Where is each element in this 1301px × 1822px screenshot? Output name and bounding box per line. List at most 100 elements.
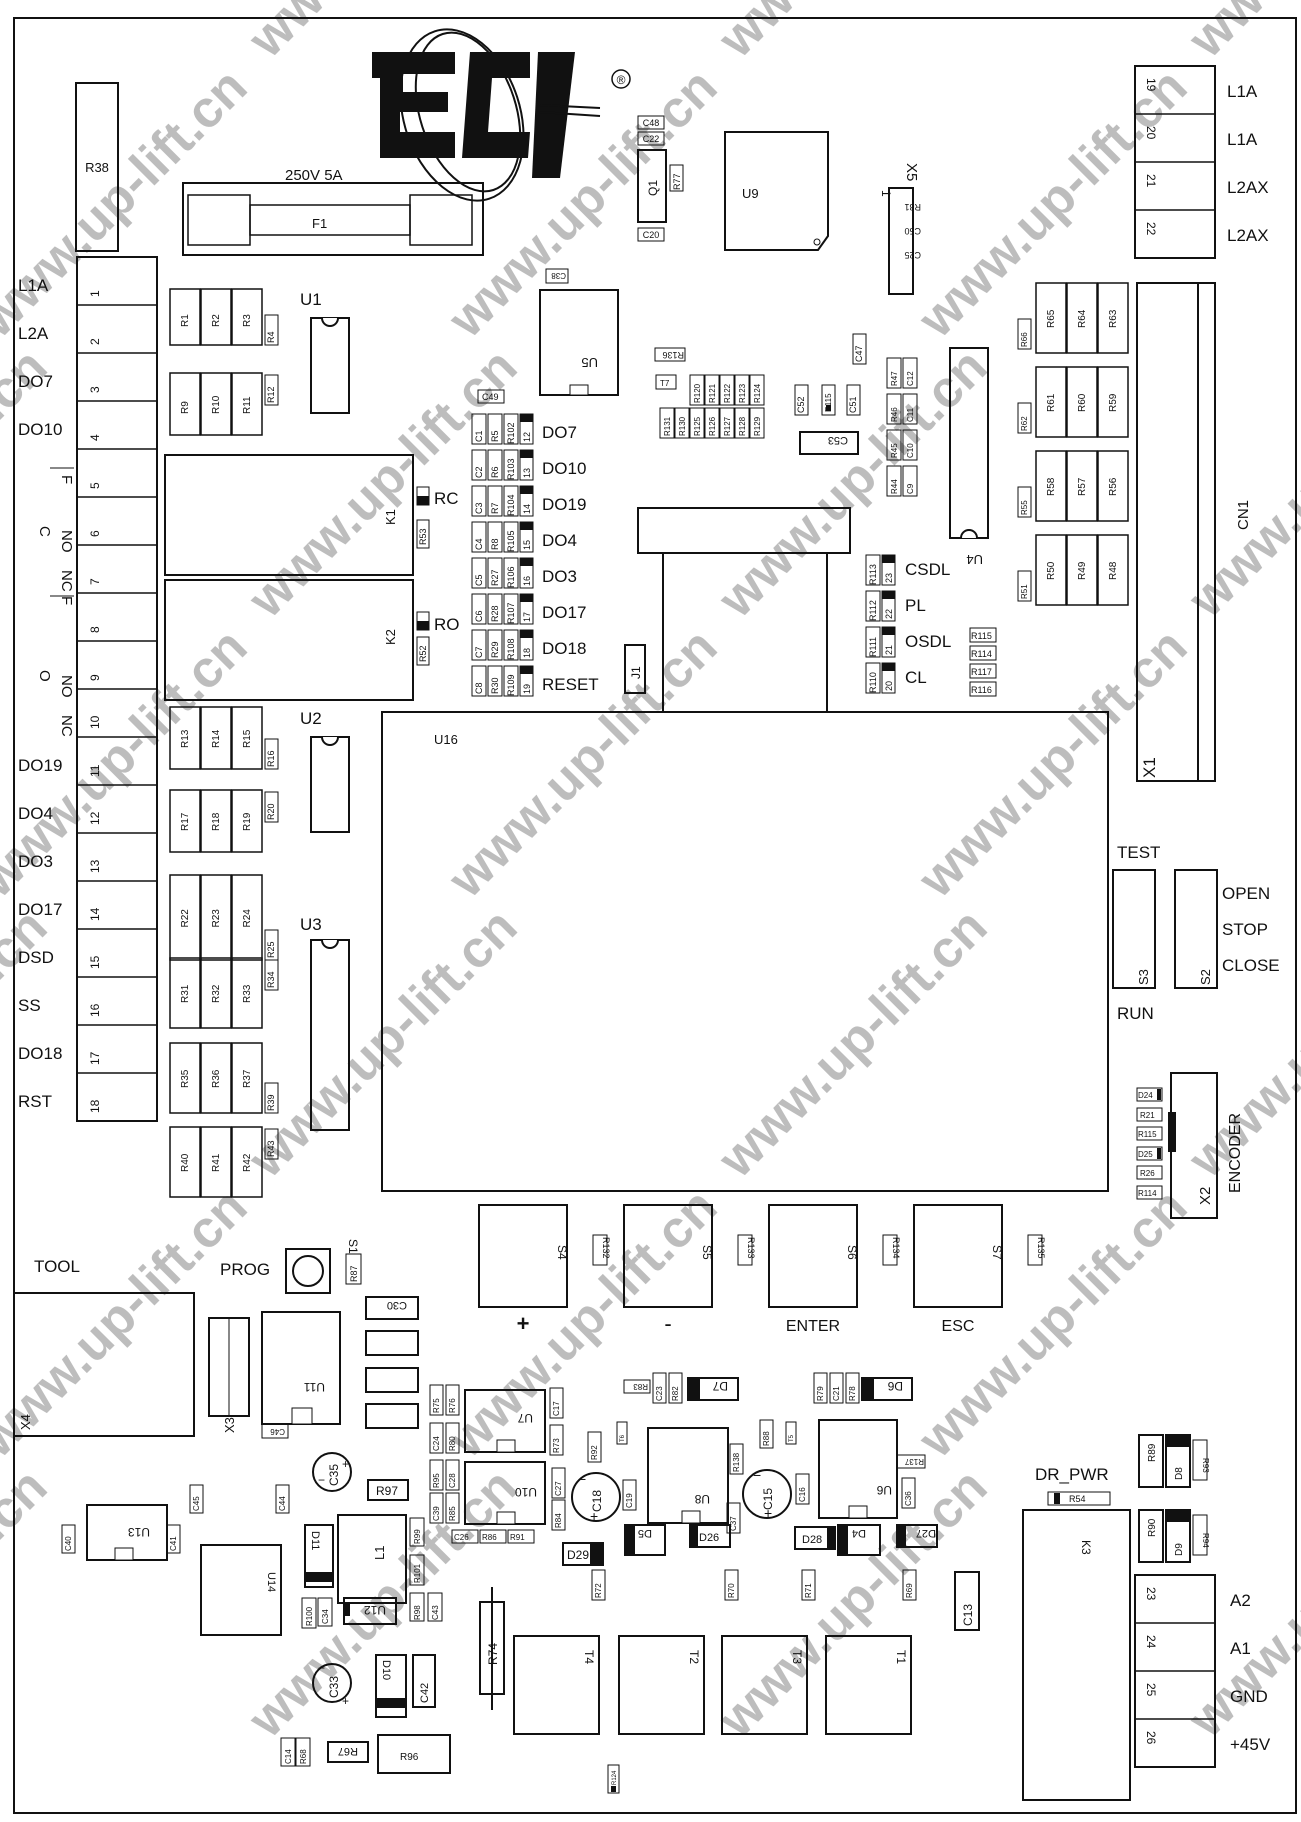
- svg-text:C46: C46: [270, 1427, 285, 1436]
- resistor: [231, 957, 263, 1029]
- svg-text:R71: R71: [804, 1583, 813, 1598]
- resistor: [231, 789, 263, 853]
- svg-text:R89: R89: [1147, 1443, 1158, 1462]
- button-caption-esc: ESC: [942, 1318, 975, 1335]
- resistor-label: R51: [1020, 584, 1029, 599]
- led-mark: [520, 522, 533, 530]
- terminal-pin-number: 9: [88, 674, 102, 681]
- svg-text:R82: R82: [671, 1386, 680, 1401]
- jumper-j1: J1: [624, 644, 646, 694]
- watermark-text: www.up-lift.cn: [437, 1178, 729, 1470]
- svg-text:C44: C44: [278, 1496, 287, 1511]
- cap-label: C9: [906, 483, 915, 494]
- svg-text:+: +: [764, 1505, 772, 1521]
- eci-logo: ®: [372, 28, 631, 202]
- resistor-label: R23: [211, 909, 222, 928]
- resistor-label: R58: [1046, 477, 1057, 496]
- terminal-name: DO3: [18, 852, 53, 871]
- svg-text:C38: C38: [551, 271, 566, 280]
- terminal-pin-number: 22: [1144, 222, 1158, 236]
- cap-label: C8: [474, 682, 484, 694]
- terminal-pin-number: 19: [1144, 78, 1158, 92]
- terminal-pin-number: 10: [88, 715, 102, 729]
- resistor-label: R115: [971, 631, 992, 641]
- resistor-label: R55: [1020, 500, 1029, 515]
- terminal-pin-number: 5: [88, 482, 102, 489]
- svg-text:U7: U7: [517, 1411, 533, 1425]
- led-number: 17: [522, 612, 532, 622]
- resistor-label: R106: [506, 566, 516, 588]
- svg-text:D6: D6: [887, 1379, 903, 1393]
- resistor: [592, 1234, 608, 1266]
- svg-text:D28: D28: [802, 1534, 822, 1546]
- resistor-label: R133: [746, 1237, 756, 1259]
- terminal-pin-number: 25: [1144, 1683, 1158, 1697]
- terminal-pin-number: 23: [1144, 1587, 1158, 1601]
- svg-text:C49: C49: [482, 392, 499, 402]
- svg-text:+: +: [590, 1508, 598, 1524]
- svg-text:T6: T6: [620, 1434, 626, 1442]
- resistor-label: R117: [971, 667, 992, 677]
- svg-text:C20: C20: [643, 230, 660, 240]
- led-number: 19: [522, 684, 532, 694]
- terminal-name: L2AX: [1227, 226, 1269, 245]
- svg-text:D9: D9: [1174, 1543, 1185, 1556]
- resistor-label: R114: [971, 649, 992, 659]
- label-prog: PROG: [220, 1260, 270, 1279]
- ic-u3: U3: [300, 915, 350, 1131]
- indicator-label: DO3: [542, 567, 577, 586]
- svg-text:D8: D8: [1174, 1467, 1185, 1480]
- cap-label: C3: [474, 502, 484, 514]
- resistor-label: R132: [601, 1237, 611, 1259]
- button-ref: S4: [555, 1245, 569, 1260]
- resistor-label: R127: [723, 416, 732, 436]
- svg-text:Q1: Q1: [646, 180, 660, 196]
- terminal-pin-number: 21: [1144, 174, 1158, 188]
- svg-text:R80: R80: [448, 1436, 457, 1451]
- resistor-label: R109: [506, 674, 516, 696]
- tool-area: TOOL X4 PROG S1 R87 X3 U11 C46 C30: [13, 1239, 419, 1439]
- terminal-name: DO4: [18, 804, 53, 823]
- resistor: [487, 665, 503, 697]
- resistor-label: R134: [891, 1237, 901, 1259]
- status-label: CL: [905, 668, 927, 687]
- resistor: [503, 521, 519, 553]
- resistor: [487, 593, 503, 625]
- terminal-pin-number: 8: [88, 626, 102, 633]
- relay-side-label: C: [36, 526, 53, 537]
- indicator-label: DO18: [542, 639, 586, 658]
- resistor: [503, 593, 519, 625]
- led-mark: [520, 486, 533, 494]
- led-number: 12: [522, 432, 532, 442]
- resistor: [487, 557, 503, 589]
- resistor: [200, 957, 232, 1029]
- svg-text:U13: U13: [128, 1525, 150, 1539]
- resistor: [659, 407, 675, 439]
- resistor-label: R3: [242, 314, 253, 327]
- svg-text:R99: R99: [413, 1529, 422, 1544]
- svg-text:R70: R70: [727, 1583, 736, 1598]
- resistor: [734, 374, 750, 406]
- keypad-button-s7: [913, 1204, 1003, 1308]
- resistor: [689, 407, 705, 439]
- svg-text:R53: R53: [418, 528, 428, 545]
- terminal-pin-number: 24: [1144, 1635, 1158, 1649]
- svg-text:D24: D24: [1138, 1091, 1153, 1100]
- transistors: T4 T2 T3 T1 R124: [513, 1635, 912, 1794]
- resistor: [1027, 1234, 1043, 1266]
- resistor-label: R1: [180, 314, 191, 327]
- label-encoder: ENCODER: [1227, 1113, 1244, 1193]
- svg-text:C50: C50: [904, 226, 921, 236]
- watermark-text: www.up-lift.cn: [0, 1178, 258, 1470]
- resistor-label: R18: [211, 812, 222, 831]
- terminal-name: L2A: [18, 324, 49, 343]
- svg-text:CN1: CN1: [1235, 500, 1252, 530]
- svg-text:U5: U5: [581, 355, 598, 370]
- svg-text:R85: R85: [448, 1506, 457, 1521]
- svg-text:R77: R77: [672, 173, 682, 190]
- svg-text:C22: C22: [643, 134, 660, 144]
- connector-x5: X5 1 R81 C50 C25: [879, 163, 921, 295]
- resistor-label: R12: [266, 386, 276, 403]
- svg-text:R21: R21: [1140, 1111, 1155, 1120]
- svg-text:C17: C17: [552, 1401, 561, 1416]
